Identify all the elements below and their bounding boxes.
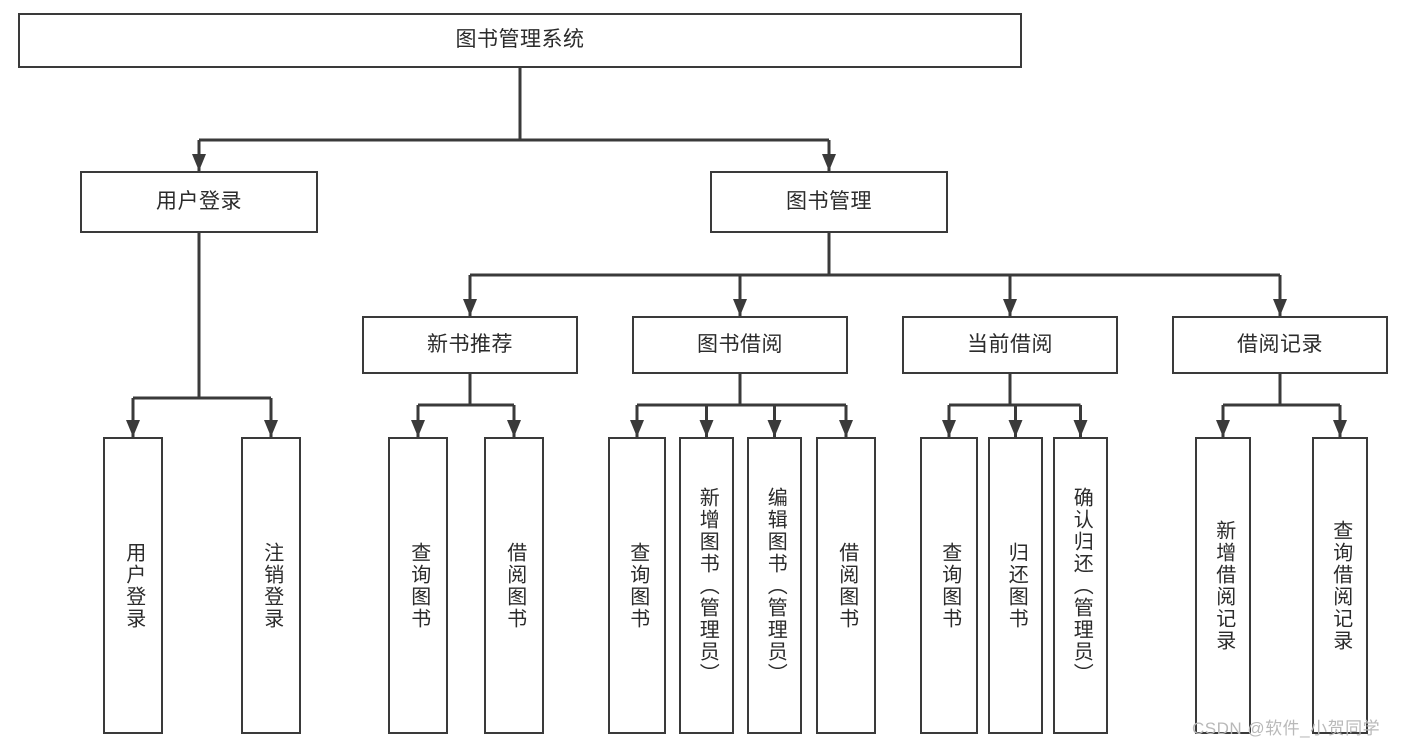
node-leaf-user-login[interactable]: 用户登录 [103, 437, 163, 734]
node-root[interactable]: 图书管理系统 [18, 13, 1022, 68]
node-label: 图书管理 [786, 189, 872, 213]
arrowhead-icon [1333, 420, 1347, 437]
watermark-text: CSDN @软件_小贺同学 [1192, 719, 1381, 738]
arrowhead-icon [767, 420, 782, 437]
arrowhead-icon [1003, 299, 1017, 316]
node-newbook[interactable]: 新书推荐 [362, 316, 578, 374]
node-leaf-record-add[interactable]: 新增借阅记录 [1195, 437, 1251, 734]
arrowhead-icon [1073, 420, 1088, 437]
node-leaf-borrow-query[interactable]: 查询图书 [608, 437, 666, 734]
node-leaf-borrow-lend[interactable]: 借阅图书 [816, 437, 876, 734]
node-label: 新增借阅记录 [1212, 519, 1235, 652]
arrowhead-icon [942, 420, 956, 437]
node-label: 借阅图书 [835, 541, 858, 630]
arrowhead-icon [463, 299, 477, 316]
node-label: 用户登录 [122, 541, 145, 630]
node-leaf-borrow-add[interactable]: 新增图书（管理员） [679, 437, 734, 734]
node-leaf-current-query[interactable]: 查询图书 [920, 437, 978, 734]
arrowhead-icon [630, 420, 644, 437]
arrowhead-icon [822, 154, 836, 171]
node-login[interactable]: 用户登录 [80, 171, 318, 233]
node-label: 确认归还（管理员） [1070, 486, 1093, 685]
node-label: 注销登录 [260, 541, 283, 630]
node-label: 借阅图书 [503, 541, 526, 630]
node-label: 查询图书 [407, 541, 430, 630]
node-leaf-user-logout[interactable]: 注销登录 [241, 437, 301, 734]
arrowhead-icon [839, 420, 853, 437]
arrowhead-icon [699, 420, 714, 437]
node-label: 查询图书 [626, 541, 649, 630]
node-borrow[interactable]: 图书借阅 [632, 316, 848, 374]
node-label: 新增图书（管理员） [696, 486, 719, 685]
node-leaf-new-query[interactable]: 查询图书 [388, 437, 448, 734]
node-label: 新书推荐 [427, 332, 513, 356]
node-label: 查询图书 [938, 541, 961, 630]
arrowhead-icon [1273, 299, 1287, 316]
arrowhead-icon [1216, 420, 1230, 437]
arrowhead-icon [733, 299, 747, 316]
node-bookmgmt[interactable]: 图书管理 [710, 171, 948, 233]
node-label: 图书管理系统 [455, 28, 585, 52]
node-record[interactable]: 借阅记录 [1172, 316, 1388, 374]
node-leaf-record-query[interactable]: 查询借阅记录 [1312, 437, 1368, 734]
node-leaf-borrow-edit[interactable]: 编辑图书（管理员） [747, 437, 802, 734]
node-leaf-current-return[interactable]: 归还图书 [988, 437, 1043, 734]
arrowhead-icon [507, 420, 521, 437]
node-label: 用户登录 [156, 189, 242, 213]
node-label: 图书借阅 [697, 332, 783, 356]
arrowhead-icon [264, 420, 278, 437]
node-label: 编辑图书（管理员） [764, 486, 787, 685]
node-current[interactable]: 当前借阅 [902, 316, 1118, 374]
node-leaf-new-borrow[interactable]: 借阅图书 [484, 437, 544, 734]
node-label: 归还图书 [1005, 541, 1028, 630]
arrowhead-icon [411, 420, 425, 437]
node-label: 当前借阅 [967, 332, 1053, 356]
arrowhead-icon [126, 420, 140, 437]
node-label: 借阅记录 [1237, 332, 1323, 356]
node-leaf-current-confirm[interactable]: 确认归还（管理员） [1053, 437, 1108, 734]
arrowhead-icon [192, 154, 206, 171]
node-label: 查询借阅记录 [1329, 519, 1352, 652]
arrowhead-icon [1008, 420, 1023, 437]
